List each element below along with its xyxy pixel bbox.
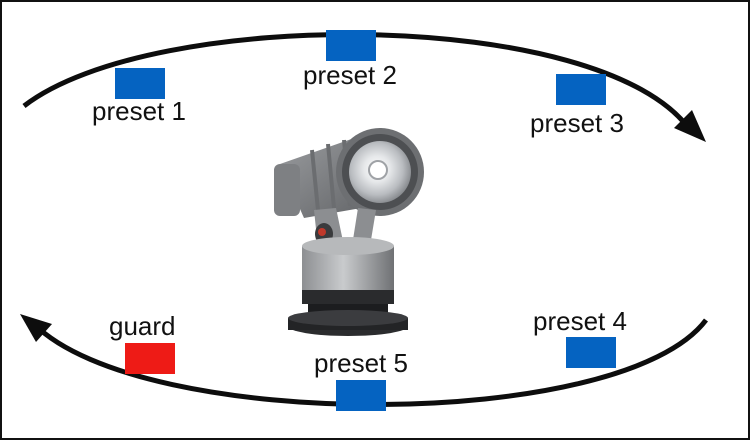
preset-3-marker xyxy=(556,74,606,105)
preset-4-marker xyxy=(566,337,616,368)
preset-2-label: preset 2 xyxy=(303,62,397,88)
preset-4-label: preset 4 xyxy=(533,308,627,334)
guard-marker xyxy=(125,343,175,374)
preset-5-marker xyxy=(336,380,386,411)
preset-2-marker xyxy=(326,30,376,61)
preset-3-label: preset 3 xyxy=(530,110,624,136)
preset-5-label: preset 5 xyxy=(314,350,408,376)
preset-1-label: preset 1 xyxy=(92,98,186,124)
pan-tilt-searchlight-icon xyxy=(272,114,432,342)
guard-label: guard xyxy=(109,313,176,339)
preset-1-marker xyxy=(115,68,165,99)
